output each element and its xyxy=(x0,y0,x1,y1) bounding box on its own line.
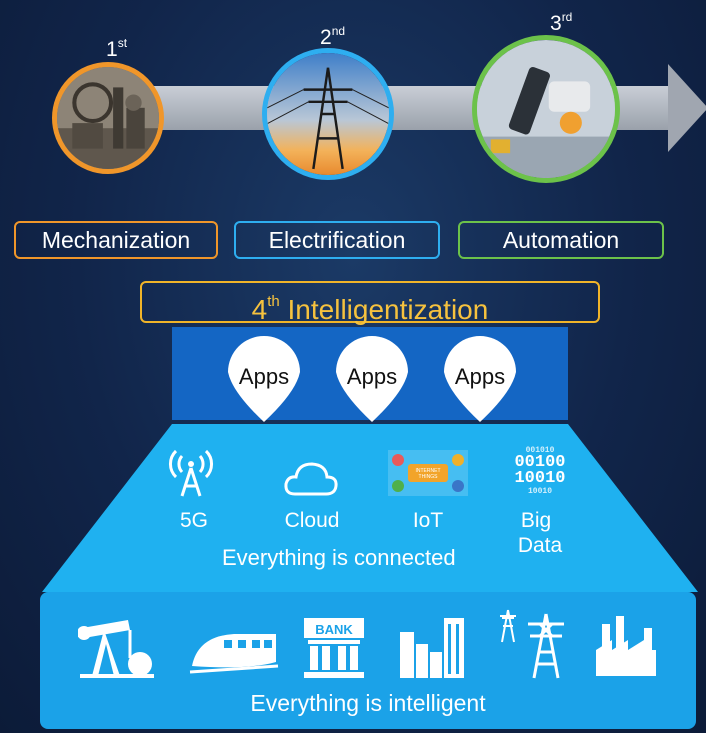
intelligent-caption: Everything is intelligent xyxy=(250,690,486,716)
era-2-power-pylon-image xyxy=(262,48,394,180)
progress-arrow-head xyxy=(668,64,706,152)
era-2-ordinal: 2nd xyxy=(320,24,346,49)
tech-label-big-data-line2: Data xyxy=(517,534,563,557)
era-3-robot-arm-image xyxy=(472,35,620,183)
app-pin-2 xyxy=(336,336,408,422)
bank-sign-text: BANK xyxy=(315,622,353,637)
era-1-ordinal: 1st xyxy=(106,36,128,61)
5g-antenna-icon xyxy=(169,449,213,497)
era-3-ordinal: 3rd xyxy=(550,10,573,35)
era-1-steam-machinery-image xyxy=(52,62,164,174)
oil-pump-icon xyxy=(78,620,154,678)
tech-label-cloud: Cloud xyxy=(284,509,340,532)
fourth-era-intelligentization-box: 4th Intelligentization xyxy=(140,281,600,325)
city-buildings-icon xyxy=(400,618,464,678)
bank-icon xyxy=(304,618,364,678)
app-pin-3 xyxy=(444,336,516,422)
era-1-label-box: Mechanization xyxy=(14,221,218,259)
connected-caption: Everything is connected xyxy=(222,545,456,570)
app-label-1: Apps xyxy=(238,364,290,389)
app-pin-1 xyxy=(227,335,301,422)
big-data-icon: 001010 00100 10010 10010 xyxy=(514,446,566,496)
iot-icon xyxy=(388,450,468,496)
tech-label-iot: IoT xyxy=(412,509,444,532)
app-label-3: Apps xyxy=(454,364,506,389)
app-label-2: Apps xyxy=(346,364,398,389)
power-tower-icon xyxy=(500,609,564,679)
train-icon xyxy=(189,634,279,674)
iot-badge-text: INTERNET THINGS xyxy=(415,468,441,480)
era-3-label-box: Automation xyxy=(458,221,664,259)
tech-label-5g: 5G xyxy=(179,509,208,532)
cloud-icon xyxy=(284,462,338,496)
factory-icon xyxy=(596,616,656,676)
tech-label-big-data: Big xyxy=(520,509,552,532)
era-2-label-box: Electrification xyxy=(234,221,440,259)
